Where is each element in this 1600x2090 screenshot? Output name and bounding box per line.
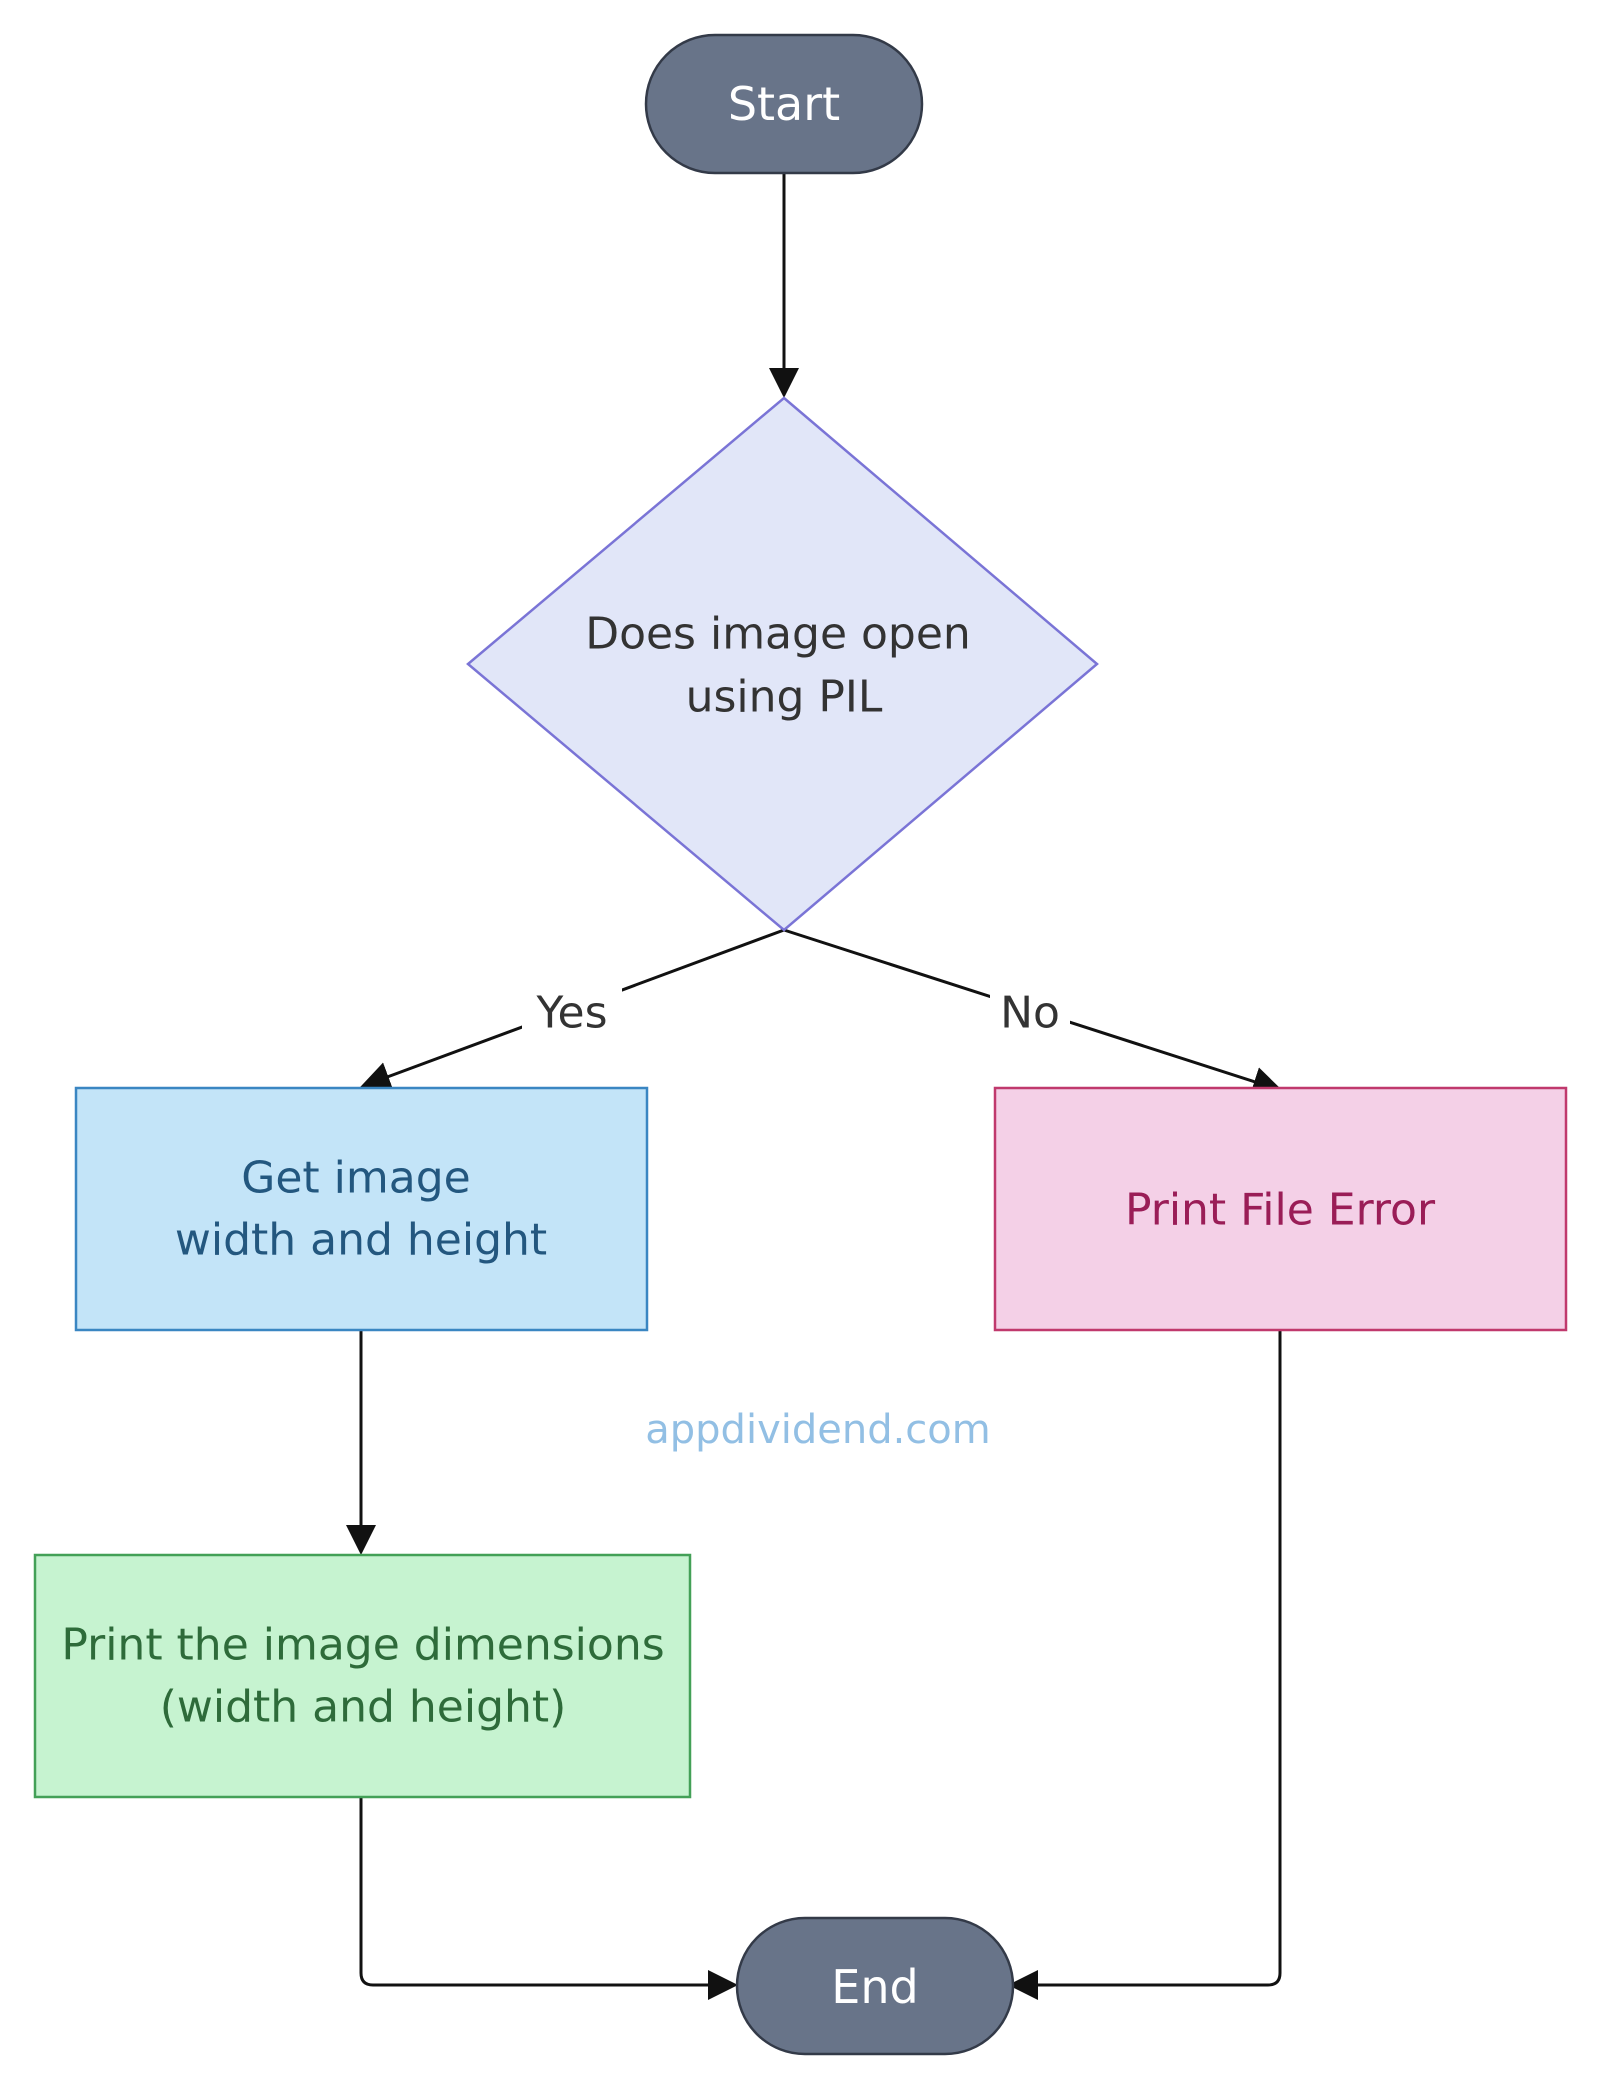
get-dimensions-node: Get image width and height xyxy=(74,1086,649,1332)
edge-label-no-text: No xyxy=(1000,988,1060,1039)
edge-label-no-background xyxy=(990,982,1070,1044)
print-error-node-label: Print File Error xyxy=(1125,1185,1436,1236)
print-dimensions-node-label-line-2: (width and height) xyxy=(160,1682,567,1733)
print-error-node-shape xyxy=(993,1086,1568,1332)
print-dimensions-node-label-line-1: Print the image dimensions xyxy=(61,1620,664,1671)
get-dimensions-node-shape xyxy=(74,1086,649,1332)
edge-error-to-end xyxy=(1008,1330,1282,2000)
get-dimensions-node-label-line-2: width and height xyxy=(175,1215,547,1266)
decision-node-label-line-2: using PIL xyxy=(686,672,883,723)
decision-node-label-line-1: Does image open xyxy=(585,609,971,660)
end-node: End xyxy=(735,1916,1015,2056)
edge-label-yes-background xyxy=(522,982,622,1044)
start-node-label: Start xyxy=(728,77,840,131)
edge-label-yes: Yes xyxy=(522,982,622,1044)
end-node-label: End xyxy=(831,1960,918,2014)
get-dimensions-node-label-line-1: Get image xyxy=(241,1153,470,1204)
edge-print-to-end xyxy=(359,1797,738,2000)
start-node-shape xyxy=(644,33,924,175)
print-dimensions-node: Print the image dimensions (width and he… xyxy=(33,1553,692,1799)
edge-label-yes-text: Yes xyxy=(535,988,607,1039)
decision-node-shape xyxy=(466,396,1099,932)
watermark-text: appdividend.com xyxy=(645,1407,990,1453)
edge-label-no: No xyxy=(990,982,1070,1044)
end-node-shape xyxy=(735,1916,1015,2056)
print-error-node: Print File Error xyxy=(993,1086,1568,1332)
print-dimensions-node-shape xyxy=(33,1553,692,1799)
start-node: Start xyxy=(644,33,924,175)
decision-node: Does image open using PIL xyxy=(466,396,1099,932)
